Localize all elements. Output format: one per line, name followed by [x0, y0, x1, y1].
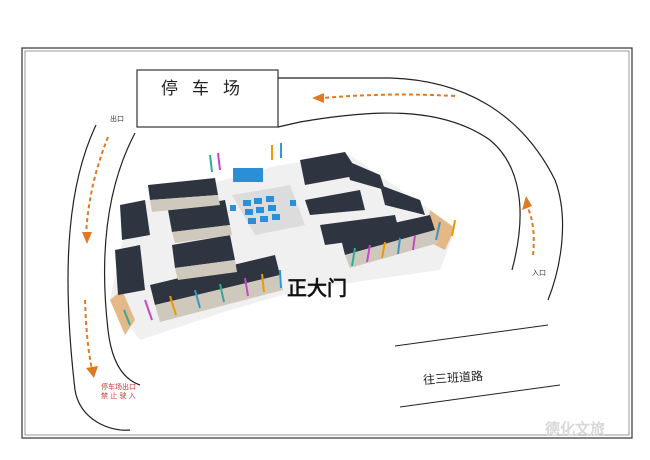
- map-border-inner: [24, 50, 630, 436]
- parking-exit-arrow-path: [84, 299, 93, 371]
- entry-top-arrow-icon: [312, 93, 324, 103]
- exit-arrow-icon: [82, 232, 92, 244]
- map-border: [21, 47, 633, 439]
- road-left-outer: [67, 124, 131, 431]
- parking-lot: [136, 69, 279, 128]
- flag-poles: [123, 143, 456, 326]
- road-line-top: [394, 324, 549, 347]
- entry-top-arrow-path: [321, 93, 456, 99]
- building-complex: [110, 143, 456, 340]
- parking-exit-line2: 禁 止 驶 入: [101, 392, 136, 400]
- entry-label: 入口: [532, 269, 546, 277]
- road-line-bottom: [399, 384, 561, 408]
- road-left-inner: [104, 132, 141, 386]
- road-right-inner: [277, 112, 521, 271]
- parking-exit-arrow-icon: [86, 366, 98, 378]
- stage-screen: [233, 168, 263, 182]
- exit-label: 出口: [110, 115, 124, 123]
- watermark: 德化文旅: [545, 420, 606, 438]
- exit-arrow-path: [85, 136, 109, 236]
- parking-exit-notice: 停车场出口 禁 止 驶 入: [101, 383, 136, 401]
- main-gate-label: 正大门: [287, 276, 347, 300]
- entry-arrow-icon: [522, 196, 532, 210]
- plaza-booths: [230, 196, 296, 224]
- entry-arrow-path: [527, 207, 535, 256]
- parking-exit-line1: 停车场出口: [101, 383, 136, 391]
- parking-lot-label: 停车场: [161, 79, 254, 99]
- road-right-outer: [278, 77, 564, 301]
